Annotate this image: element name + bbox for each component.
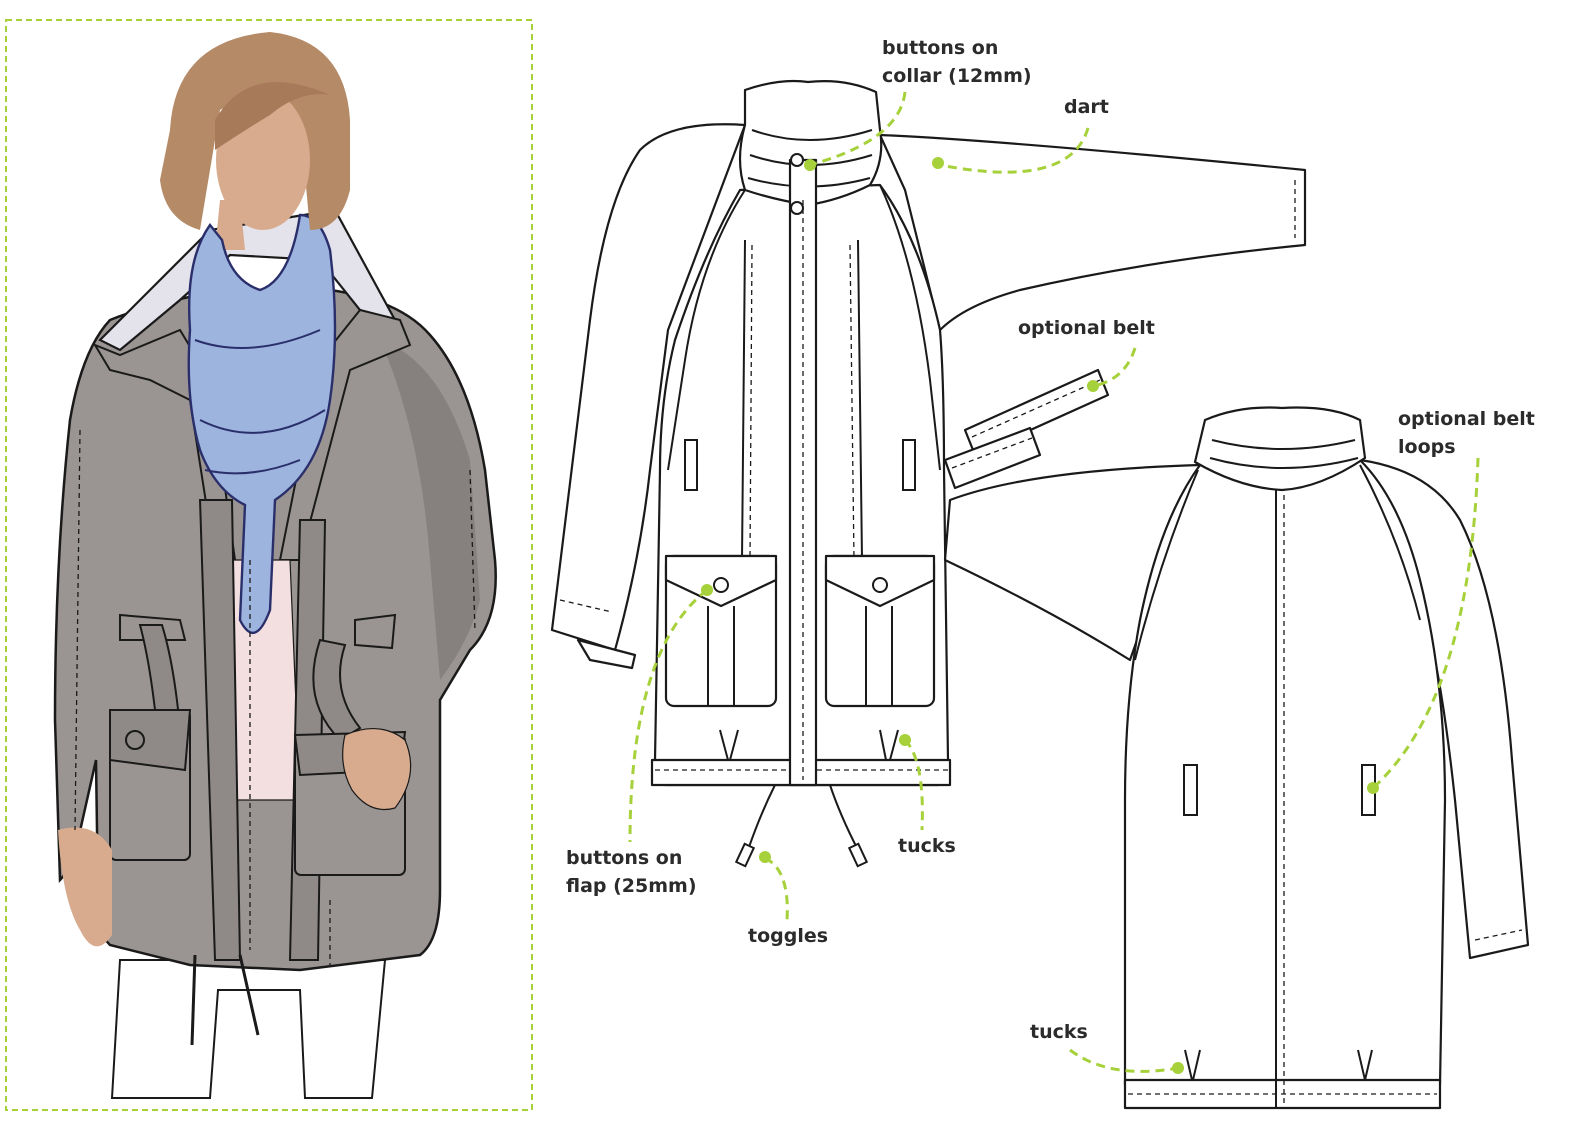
label-optional-belt: optional belt [1018, 317, 1155, 339]
back-sleeve-stitching [1474, 929, 1523, 941]
front-panel-stitching [749, 244, 855, 561]
back-collar-gathers [1209, 439, 1359, 469]
label-dart: dart [1064, 96, 1109, 118]
right-hand [342, 727, 412, 811]
front-pocket-left-button [713, 577, 729, 593]
model-pocket-button [125, 730, 145, 750]
hair-fringe [215, 82, 330, 150]
coat-stitching [74, 429, 476, 965]
leader-belt-loops [1371, 457, 1480, 790]
model-belt [119, 613, 397, 650]
scarf [187, 213, 337, 634]
leader-dot-toggles [759, 851, 771, 863]
toggle-right [847, 842, 869, 868]
front-left-sleeve [550, 123, 747, 652]
back-view-technical-flat [943, 406, 1530, 1110]
front-collar [738, 79, 883, 207]
front-pocket-left-pleat [707, 606, 735, 706]
annotation-leaders [628, 91, 1480, 1074]
front-belt-loop-right [902, 439, 916, 491]
leader-dot-buttons-flap [701, 584, 713, 596]
front-tucks [719, 729, 899, 761]
front-pocket-right-button [872, 577, 888, 593]
front-pocket-right-pleat [865, 606, 893, 706]
leader-optional-belt [1092, 347, 1137, 388]
belt-strap-upper [963, 368, 1110, 457]
model-pocket-left-flap [109, 709, 192, 772]
leader-dot-belt-loops [1367, 782, 1379, 794]
hair [160, 32, 350, 230]
back-raglan-seams [1134, 464, 1421, 661]
leader-dot-tucks-front [899, 734, 911, 746]
belt-strap-lower [943, 426, 1042, 490]
back-belt-loop-left [1183, 764, 1198, 816]
front-raglan-seams [667, 184, 941, 471]
front-belt-loop-left [684, 439, 698, 491]
front-drawcords [747, 784, 859, 851]
front-sleeve-tab [576, 638, 637, 670]
front-view-technical-flat [550, 79, 1307, 868]
left-hand [58, 827, 112, 947]
leader-buttons-collar [809, 91, 907, 167]
label-buttons-on-flap: buttons on flap (25mm) [566, 847, 697, 897]
front-sleeve-stitching [559, 180, 1296, 613]
label-toggles: toggles [748, 925, 829, 947]
back-body [1123, 458, 1447, 1087]
label-optional-belt-loops: optional belt loops [1398, 408, 1535, 458]
leader-dot-optional-belt [1087, 380, 1099, 392]
leader-dot-tucks-back [1172, 1062, 1184, 1074]
label-tucks-back: tucks [1030, 1021, 1088, 1043]
label-buttons-on-collar: buttons on collar (12mm) [882, 37, 1032, 87]
toggle-left [734, 842, 756, 868]
collar-button-bottom [790, 201, 804, 215]
leader-toggles [764, 856, 789, 921]
optional-belt-illustration [943, 368, 1110, 490]
back-left-sleeve [943, 463, 1202, 662]
leader-dot-dart [932, 157, 944, 169]
front-panel-seams [741, 239, 863, 561]
leader-dot-buttons-collar [804, 159, 816, 171]
front-right-sleeve [878, 133, 1307, 332]
label-tucks-front: tucks [898, 835, 956, 857]
collar-button-top [790, 153, 804, 167]
leader-buttons-flap [628, 588, 708, 843]
leader-dart [939, 127, 1090, 174]
scarf-fold [194, 329, 326, 475]
model-illustration-panel [5, 19, 533, 1111]
leader-tucks-back [1069, 1048, 1179, 1073]
back-tucks [1184, 1049, 1373, 1081]
drawcords [190, 954, 260, 1046]
trousers [110, 959, 387, 1099]
coat-shadow [380, 340, 480, 680]
